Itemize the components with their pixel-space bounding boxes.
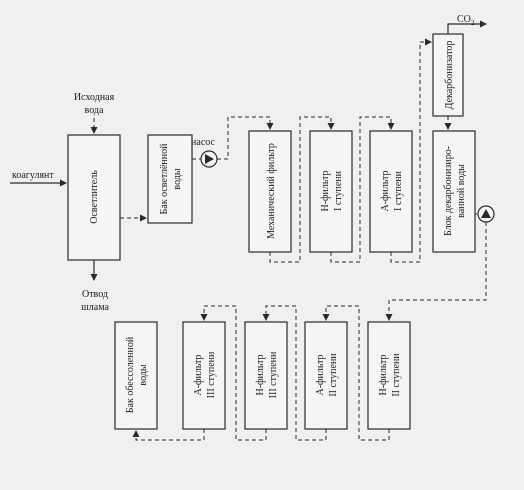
h3-to-a3-line	[200, 305, 267, 441]
h2-to-a2-line	[322, 305, 390, 441]
demin-tank-label-2: воды	[138, 364, 149, 385]
a-filter-stage2-box	[304, 321, 348, 430]
clarified-water-tank-box	[147, 134, 193, 224]
source-water-label-2: вода	[85, 105, 104, 116]
mech-filter-label: Механический фильтр	[266, 143, 277, 239]
a-filter-1-label-2: I ступени	[393, 170, 404, 211]
clarified-tank-label-2: воды	[172, 168, 183, 189]
a-filter-2-label: А-фильтр	[315, 354, 326, 395]
pump2-to-bottom-line	[385, 222, 487, 321]
coagulant-label: коагулянт	[12, 170, 54, 181]
h-filter-stage3-box	[244, 321, 288, 430]
mechanical-filter-box	[248, 130, 292, 253]
h-filter-2-label: Н-фильтр	[378, 354, 389, 395]
clarified-tank-label: Бак осветлённой	[159, 143, 170, 215]
a-filter-stage1-box	[369, 130, 413, 253]
demin-tank-label: Бак обессоленной	[125, 336, 136, 413]
pump-2-icon	[477, 205, 495, 223]
h1-to-a1-line	[330, 116, 395, 263]
demineralized-water-tank-box	[114, 321, 158, 430]
a-filter-3-label: А-фильтр	[193, 354, 204, 395]
h-filter-3-label: Н-фильтр	[255, 354, 266, 395]
a-filter-3-label-2: III ступени	[206, 351, 217, 398]
h-filter-1-label-2: I ступени	[333, 170, 344, 211]
decarb-block-label: Блок декарбонизиро-	[443, 146, 454, 236]
clarifier-label: Осветлитель	[89, 170, 100, 224]
pump-icon	[200, 150, 218, 168]
a-filter-stage3-box	[182, 321, 226, 430]
pump-to-mech-filter-line	[217, 116, 274, 160]
source-water-label: Исходная	[74, 92, 115, 103]
co2-label: CO2	[457, 14, 475, 27]
h-filter-stage1-box	[309, 130, 353, 253]
a-filter-1-label: А-фильтр	[380, 170, 391, 211]
sludge-label-2: шлама	[81, 302, 109, 313]
co2-exhaust-line	[447, 20, 487, 34]
decarbonized-water-block-box	[432, 130, 476, 253]
mech-to-h1-line	[269, 116, 335, 263]
h-filter-2-label-2: II ступени	[391, 353, 402, 397]
a3-to-demin-tank-line	[132, 429, 205, 441]
h-filter-1-label: Н-фильтр	[320, 170, 331, 211]
clarifier-box	[67, 134, 121, 261]
a2-to-h3-line	[262, 305, 327, 441]
sludge-label: Отвод	[82, 289, 108, 300]
h-filter-stage2-box	[367, 321, 411, 430]
a-filter-2-label-2: II ступени	[328, 353, 339, 397]
pump-label: насос	[191, 137, 215, 148]
h-filter-3-label-2: III ступени	[268, 351, 279, 398]
decarb-block-label-2: ванной воды	[456, 164, 467, 218]
decarbonizer-label: Декарбонизатор	[444, 41, 455, 110]
a1-to-decarbonizer-line	[390, 38, 432, 263]
